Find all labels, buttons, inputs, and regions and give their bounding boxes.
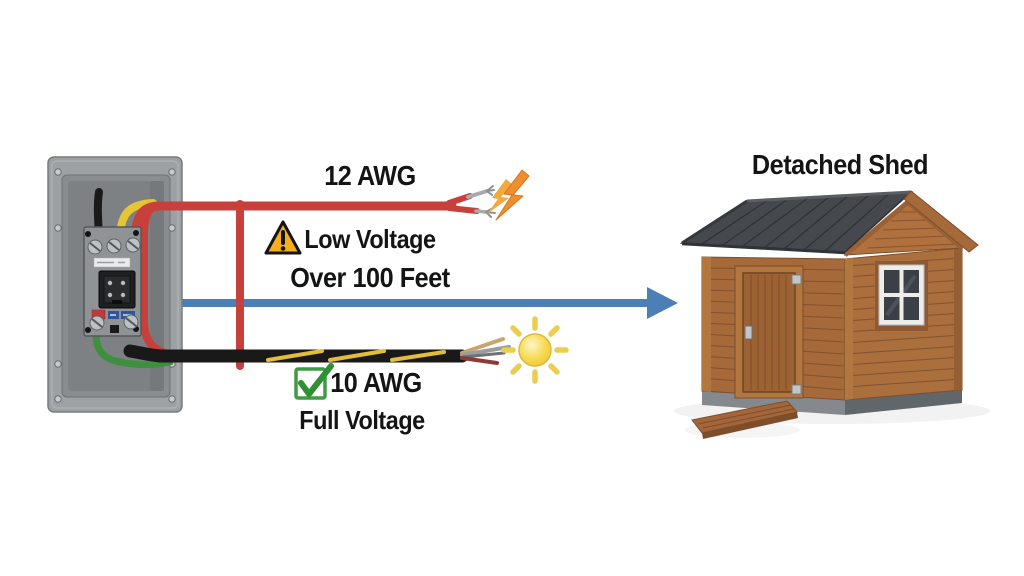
shed-door (734, 265, 804, 399)
cable-frayed-strands (460, 337, 511, 365)
door-hinge-top (791, 274, 802, 285)
green-ground-wire (92, 330, 174, 369)
distance-label: Over 100 Feet (290, 262, 450, 293)
black-cable-10awg (123, 344, 469, 363)
sun-icon (501, 316, 569, 384)
door-hinge-bottom (791, 384, 802, 395)
warning-triangle-icon (264, 220, 302, 255)
full-voltage-label: Full Voltage (299, 405, 425, 435)
spark-icon (487, 169, 530, 221)
arrow-head (647, 287, 678, 319)
top-wire-gauge-label: 12 AWG (324, 160, 416, 191)
bottom-wire-gauge-label: 10 AWG (330, 367, 422, 398)
door-handle (744, 325, 753, 340)
low-voltage-label: Low Voltage (304, 224, 436, 254)
shed-fascia (903, 190, 979, 253)
distance-arrow (176, 287, 678, 319)
shed-window (875, 261, 928, 331)
shed-ramp (691, 400, 798, 439)
panel-screws (54, 168, 176, 403)
red-wire-panel-loop (140, 204, 172, 358)
shed-illustration (674, 190, 990, 439)
checkmark-icon (294, 363, 334, 400)
breaker-module (83, 226, 142, 337)
shed-title: Detached Shed (751, 149, 929, 180)
cable-yellow-stripes (266, 349, 446, 362)
red-wire-frayed-end (446, 185, 496, 218)
